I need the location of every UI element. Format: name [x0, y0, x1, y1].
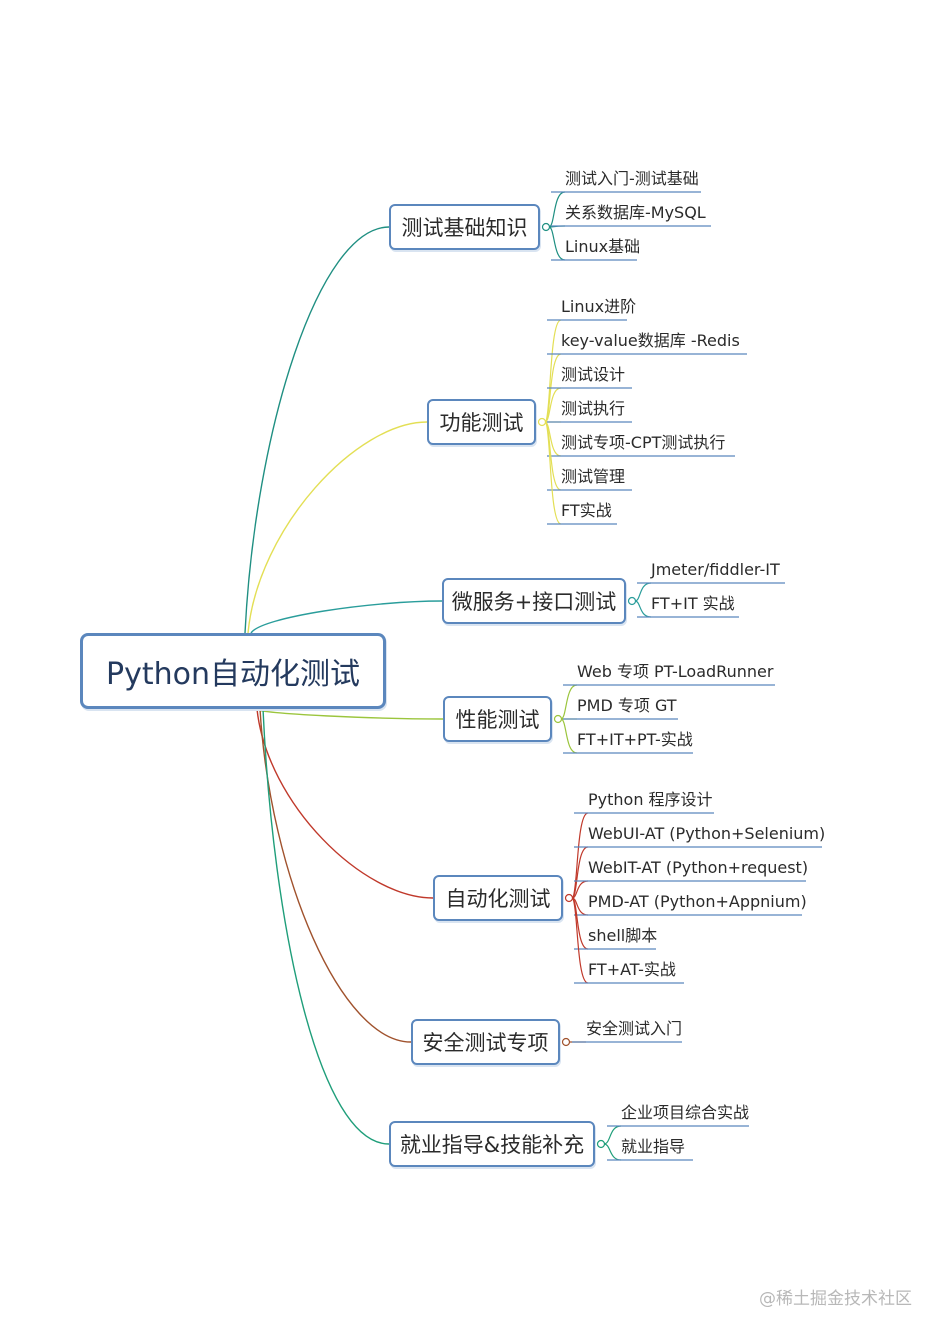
root-connector — [244, 226, 390, 634]
leaf-node[interactable]: 安全测试入门 — [586, 1019, 683, 1038]
branch-node[interactable]: 性能测试 — [443, 696, 552, 742]
leaf-node[interactable]: FT+AT-实战 — [588, 960, 676, 979]
leaf-node[interactable]: Linux基础 — [565, 237, 641, 256]
leaf-node[interactable]: PMD 专项 GT — [577, 696, 677, 715]
leaf-node[interactable]: WebIT-AT (Python+request) — [588, 858, 809, 877]
leaf-connector — [603, 1143, 622, 1161]
root-connector — [250, 600, 443, 634]
leaf-node[interactable]: PMD-AT (Python+Appnium) — [588, 892, 807, 911]
watermark: @稀土掘金技术社区 — [759, 1289, 912, 1309]
collapse-toggle-icon[interactable] — [564, 893, 574, 903]
leaf-node[interactable]: WebUI-AT (Python+Selenium) — [588, 824, 826, 843]
leaf-node[interactable]: 测试设计 — [561, 365, 626, 384]
collapse-toggle-icon[interactable] — [561, 1037, 571, 1047]
leaf-connector — [548, 191, 566, 228]
leaf-node[interactable]: FT+IT+PT-实战 — [577, 730, 693, 749]
leaf-node[interactable]: key-value数据库 -Redis — [561, 331, 740, 350]
branch-node[interactable]: 测试基础知识 — [389, 204, 540, 250]
branch-node[interactable]: 自动化测试 — [433, 875, 563, 921]
branch-node[interactable]: 就业指导&技能补充 — [389, 1121, 595, 1167]
leaf-node[interactable]: Linux进阶 — [561, 297, 637, 316]
leaf-node[interactable]: 测试入门-测试基础 — [565, 169, 699, 188]
leaf-node[interactable]: 关系数据库-MySQL — [565, 203, 706, 222]
collapse-toggle-icon[interactable] — [553, 714, 563, 724]
branch-node[interactable]: 微服务+接口测试 — [442, 578, 626, 624]
leaf-node[interactable]: Web 专项 PT-LoadRunner — [577, 662, 774, 681]
leaf-node[interactable]: shell脚本 — [588, 926, 658, 945]
leaf-connector — [571, 846, 589, 899]
collapse-toggle-icon[interactable] — [537, 417, 547, 427]
leaf-connector — [544, 387, 562, 423]
collapse-toggle-icon[interactable] — [627, 596, 637, 606]
leaf-connector — [548, 226, 566, 261]
leaf-connector — [544, 421, 562, 525]
root-connector — [256, 708, 434, 899]
leaf-connector — [634, 600, 652, 618]
leaf-node[interactable]: 测试专项-CPT测试执行 — [561, 433, 726, 452]
root-connector — [259, 708, 412, 1043]
leaf-node[interactable]: FT实战 — [561, 501, 612, 520]
leaf-node[interactable]: 测试执行 — [561, 399, 626, 418]
branch-node[interactable]: 安全测试专项 — [411, 1019, 560, 1065]
leaf-node[interactable]: Python 程序设计 — [588, 790, 713, 809]
leaf-node[interactable]: 就业指导 — [621, 1137, 686, 1156]
root-connector — [262, 708, 390, 1145]
leaf-connector — [571, 897, 589, 984]
leaf-connector — [603, 1125, 622, 1145]
leaf-node[interactable]: 企业项目综合实战 — [621, 1103, 750, 1122]
root-connector — [247, 421, 428, 634]
leaf-node[interactable]: Jmeter/fiddler-IT — [651, 560, 780, 579]
leaf-connector — [560, 718, 578, 754]
leaf-connector — [560, 684, 578, 720]
leaf-node[interactable]: 测试管理 — [561, 467, 626, 486]
root-node[interactable]: Python自动化测试 — [80, 633, 386, 709]
root-connector — [253, 708, 444, 720]
leaf-connector — [634, 582, 652, 602]
branch-node[interactable]: 功能测试 — [427, 399, 536, 445]
leaf-node[interactable]: FT+IT 实战 — [651, 594, 735, 613]
collapse-toggle-icon[interactable] — [541, 222, 551, 232]
collapse-toggle-icon[interactable] — [596, 1139, 606, 1149]
